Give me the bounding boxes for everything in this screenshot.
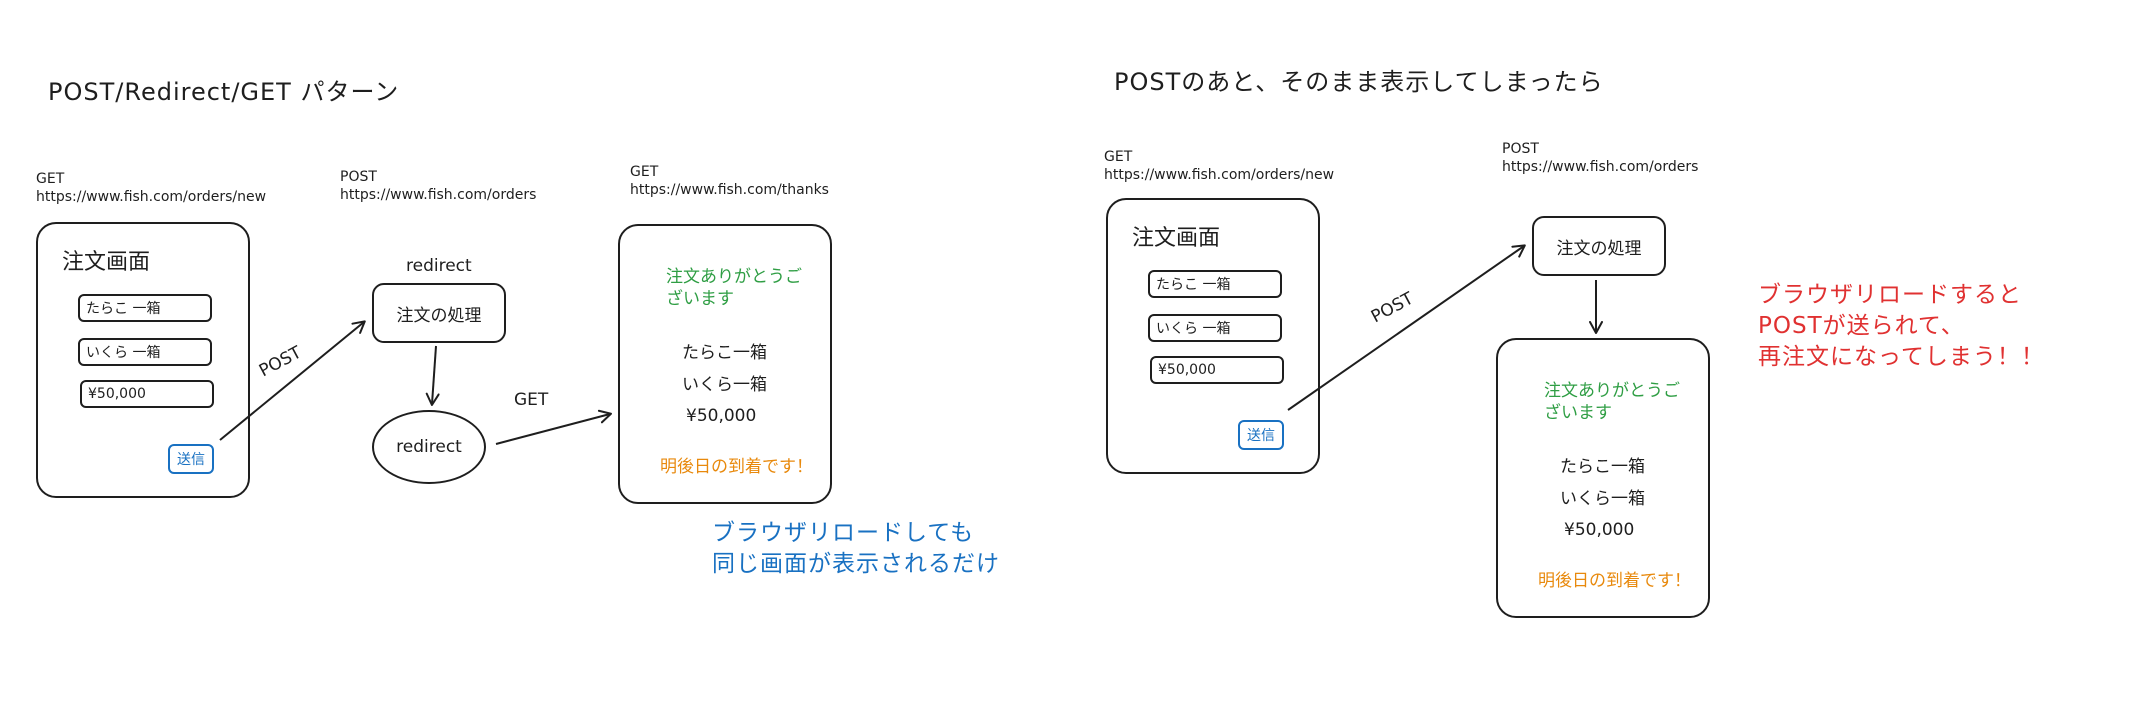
item-tarako: たらこ一箱 [1560,457,1645,477]
http-method: POST [340,169,377,185]
arrow-redirect-to-thanks [495,409,612,445]
post-display-title: POSTのあと、そのまま表示してしまったら [1114,68,1604,96]
http-method: GET [630,164,659,180]
order-form-screen: 注文画面 たらこ 一箱 いくら 一箱 ¥50,000 送信 [36,222,250,498]
prg-title: POST/Redirect/GET パターン [48,78,400,106]
http-method: POST [1502,141,1539,157]
thanks-message: 注文ありがとうございます [666,267,802,309]
thanks-screen: 注文ありがとうございます たらこ一箱 いくら一箱 ¥50,000 明後日の到着で… [1496,338,1710,618]
arrow-send-to-process [219,320,366,441]
send-button[interactable]: 送信 [1238,420,1284,450]
note-line: ブラウザリロードすると [1758,282,2022,308]
item-ikura: いくら一箱 [682,375,767,395]
note-line: 同じ画面が表示されるだけ [712,551,1000,577]
thanks-screen: 注文ありがとうございます たらこ一箱 いくら一箱 ¥50,000 明後日の到着で… [618,224,832,504]
note-line: 再注文になってしまう！！ [1758,344,2045,370]
field-price[interactable]: ¥50,000 [80,380,214,408]
post-display-note: ブラウザリロードすると POSTが送られて、 再注文になってしまう！！ [1758,280,2045,373]
screen-title: 注文画面 [62,250,151,275]
url-text: https://www.fish.com/orders/new [36,189,267,205]
delivery-message: 明後日の到着です！ [660,457,813,477]
url-text: https://www.fish.com/orders [340,187,537,203]
edge-label-get: GET [514,390,549,410]
field-tarako[interactable]: たらこ 一箱 [78,294,212,322]
field-price[interactable]: ¥50,000 [1150,356,1284,384]
screen-title: 注文画面 [1132,226,1221,251]
redirect-label: redirect [406,256,472,276]
send-button[interactable]: 送信 [168,444,214,474]
order-process-node: 注文の処理 [372,283,506,343]
item-price: ¥50,000 [1564,520,1635,540]
thanks-message: 注文ありがとうございます [1544,381,1680,423]
url-label-post-orders: POST https://www.fish.com/orders [340,168,536,204]
node-label: 注文の処理 [1556,238,1642,259]
url-label-get-new: GET https://www.fish.com/orders/new [1104,148,1334,184]
prg-note: ブラウザリロードしても 同じ画面が表示されるだけ [712,518,1000,580]
item-ikura: いくら一箱 [1560,489,1645,509]
note-line: ブラウザリロードしても [712,520,975,546]
arrow-send-to-process-right [1287,244,1526,411]
arrow-process-to-redirect [425,345,440,406]
field-tarako[interactable]: たらこ 一箱 [1148,270,1282,298]
field-ikura[interactable]: いくら 一箱 [1148,314,1282,342]
item-tarako: たらこ一箱 [682,343,767,363]
http-method: GET [1104,149,1133,165]
url-text: https://www.fish.com/orders [1502,159,1699,175]
item-price: ¥50,000 [686,406,757,426]
url-label-get-thanks: GET https://www.fish.com/thanks [630,163,829,199]
url-text: https://www.fish.com/thanks [630,182,829,198]
url-text: https://www.fish.com/orders/new [1104,167,1335,183]
node-label: redirect [396,437,462,457]
order-form-screen: 注文画面 たらこ 一箱 いくら 一箱 ¥50,000 送信 [1106,198,1320,474]
url-label-get-new: GET https://www.fish.com/orders/new [36,170,266,206]
order-process-node: 注文の処理 [1532,216,1666,276]
redirect-node: redirect [372,410,486,484]
node-label: 注文の処理 [396,305,482,326]
delivery-message: 明後日の到着です！ [1538,571,1691,591]
url-label-post-orders: POST https://www.fish.com/orders [1502,140,1698,176]
http-method: GET [36,171,65,187]
note-line: POSTが送られて、 [1758,313,1965,339]
field-ikura[interactable]: いくら 一箱 [78,338,212,366]
